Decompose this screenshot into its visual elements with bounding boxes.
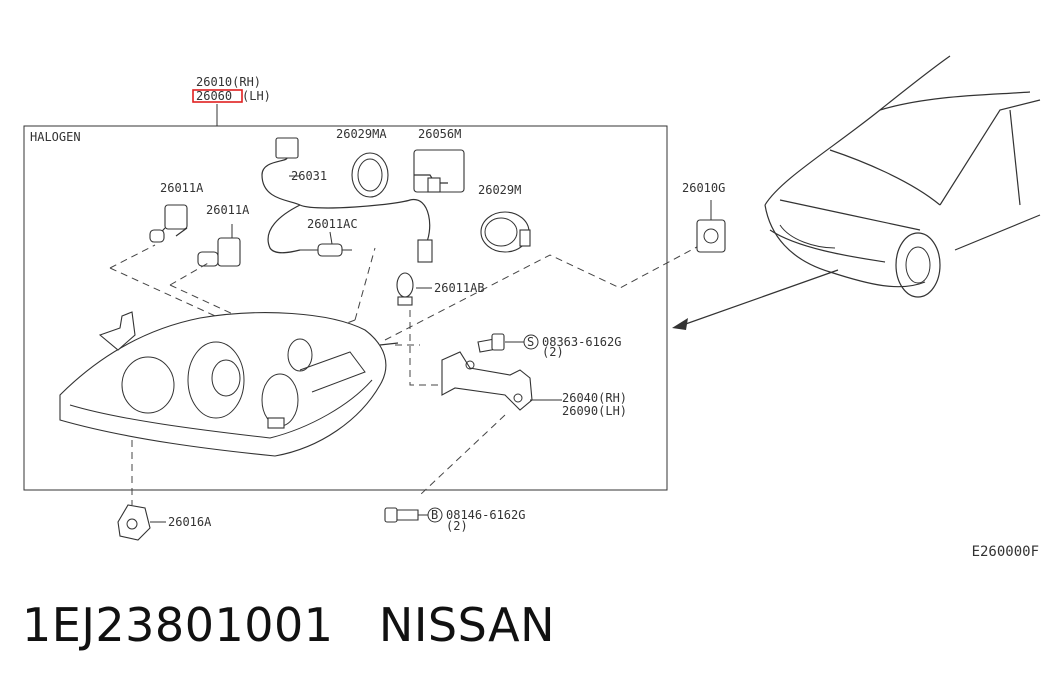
footer: 1EJ23801001 NISSAN	[22, 598, 555, 652]
label-08146-qty: (2)	[446, 519, 468, 533]
label-26060-suffix: (LH)	[242, 89, 271, 103]
bulb-26011AB[interactable]	[396, 272, 414, 306]
ring-26029MA[interactable]	[351, 152, 389, 198]
footer-part-number: 1EJ23801001	[22, 598, 334, 652]
cap-26010G[interactable]	[696, 219, 726, 253]
symbol-s-circle	[523, 334, 539, 350]
car-illustration	[764, 55, 1041, 298]
label-26010-rh[interactable]: 26010(RH)	[196, 75, 261, 89]
bolt-08363[interactable]	[477, 333, 505, 353]
footer-brand: NISSAN	[378, 598, 556, 652]
bulb-26011A-1[interactable]	[149, 204, 188, 243]
label-26090-lh[interactable]: 26090(LH)	[562, 404, 627, 418]
halogen-group-box	[23, 125, 668, 491]
bulb-26011A-2[interactable]	[197, 224, 241, 267]
label-26011A-1[interactable]: 26011A	[160, 181, 204, 195]
label-08363-6162G[interactable]: 08363-6162G	[542, 335, 621, 349]
symbol-s: S	[527, 335, 534, 349]
label-26031[interactable]: 26031	[291, 169, 327, 183]
diagram-code: E260000F	[971, 544, 1039, 560]
label-26029M[interactable]: 26029M	[478, 183, 521, 197]
symbol-b-circle	[427, 507, 443, 523]
box-title: HALOGEN	[30, 130, 81, 144]
highlight-box	[192, 89, 243, 103]
motor-26016A[interactable]	[117, 504, 151, 541]
headlamp-housing[interactable]	[59, 311, 399, 457]
label-26011A-2[interactable]: 26011A	[206, 203, 250, 217]
bolt-08146[interactable]	[384, 507, 419, 523]
harness-26031[interactable]	[261, 137, 433, 263]
label-26011AB[interactable]: 26011AB	[434, 281, 485, 295]
label-26011AC[interactable]: 26011AC	[307, 217, 358, 231]
label-26029MA[interactable]: 26029MA	[336, 127, 387, 141]
label-08146-6162G[interactable]: 08146-6162G	[446, 508, 525, 522]
label-26016A[interactable]: 26016A	[168, 515, 212, 529]
label-08363-qty: (2)	[542, 345, 564, 359]
label-26060-code[interactable]: 26060	[196, 89, 232, 103]
bracket-26040[interactable]	[441, 351, 533, 411]
label-26010G[interactable]: 26010G	[682, 181, 725, 195]
socket-26056M[interactable]	[413, 149, 465, 193]
label-26056M[interactable]: 26056M	[418, 127, 461, 141]
label-26040-rh[interactable]: 26040(RH)	[562, 391, 627, 405]
symbol-b: B	[431, 508, 438, 522]
ring-26029M[interactable]	[480, 211, 531, 253]
location-arrow	[672, 269, 839, 330]
